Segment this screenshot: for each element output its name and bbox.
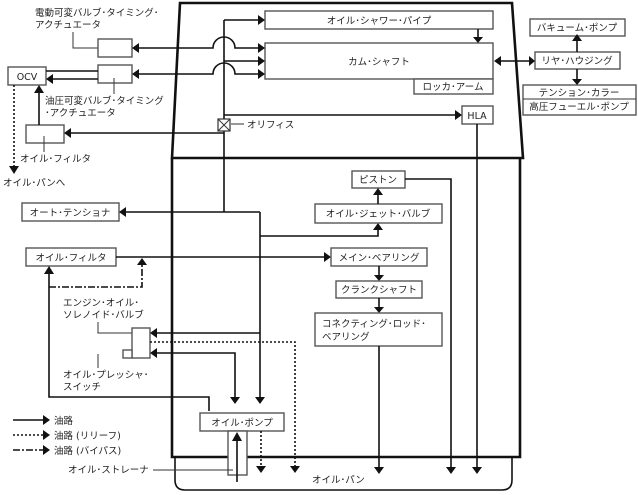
orifice-label: オリフィス <box>247 120 294 131</box>
vvt-oil-filter-label: オイル･フィルタ <box>20 154 91 165</box>
arrow-up <box>572 34 582 41</box>
piston-label: ピストン <box>359 175 397 186</box>
legend: 油路 油路 (リリーフ) 油路 (バイパス) <box>13 415 121 457</box>
to-oil-pan-label: オイル･パンへ <box>3 178 66 189</box>
ocv-label: OCV <box>17 72 38 83</box>
cylinder-head-outline <box>170 1 525 160</box>
pressure-switch-box <box>122 349 133 359</box>
ocv-box <box>7 66 47 86</box>
vvt-oil-filter-box <box>25 124 65 144</box>
oil-strainer-label: オイル･ストレーナ <box>68 465 149 476</box>
cylinder-block-outline <box>170 158 522 459</box>
hydraulic-vvt-actuator-box <box>97 64 133 84</box>
electric-vvt-actuator-box <box>97 38 133 58</box>
pressure-switch-label-1: オイル･プレッシャ･ <box>63 370 149 381</box>
electric-vvt-label-1: 電動可変バルブ･タイミング･ <box>35 7 159 19</box>
conrod-bearing-label-1: コネクティング･ロッド･ <box>322 318 426 330</box>
oil-shower-pipe-label: オイル･シャワー･パイプ <box>327 16 432 27</box>
crankshaft-label: クランクシャフト <box>341 285 417 296</box>
oil-pan-label: オイル･パン <box>312 475 365 486</box>
legend-dashdot-label: 油路 (バイパス) <box>54 445 121 457</box>
tension-collar-label: テンション･カラー <box>539 88 620 99</box>
electric-vvt-label-2: アクチュエータ <box>35 20 101 31</box>
conrod-bearing-box <box>314 312 443 347</box>
pressure-switch-label-2: スイッチ <box>63 382 101 393</box>
conrod-bearing-label-2: ベアリング <box>322 331 370 343</box>
rear-housing-label: リヤ･ハウジング <box>541 55 613 67</box>
vacuum-pump-label: バキューム･ポンプ <box>537 23 618 34</box>
solenoid-valve-label-2: ソレノイド･バルブ <box>63 309 144 321</box>
tension-collar-hp-fuel-pump-box <box>522 84 637 116</box>
oil-jet-valve-label: オイル･ジェット･バルブ <box>326 208 431 220</box>
oil-pump-label: オイル･ポンプ <box>211 418 273 429</box>
rocker-arm-box <box>413 78 494 95</box>
auto-tensioner-label: オート･テンショナ <box>30 208 111 219</box>
solenoid-valve-box <box>131 327 151 359</box>
main-bearing-label: メイン･ベアリング <box>339 252 420 264</box>
hydraulic-vvt-label-1: 油圧可変バルブ･タイミング <box>45 95 164 107</box>
oil-pan-outline <box>174 457 513 491</box>
hp-fuel-pump-label: 高圧フューエル･ポンプ <box>529 101 629 113</box>
camshaft-box <box>264 42 494 80</box>
solenoid-valve-label-1: エンジン･オイル･ <box>63 298 139 309</box>
hla-label: HLA <box>467 111 487 122</box>
legend-solid-label: 油路 <box>54 415 74 427</box>
arrow-down <box>572 79 582 85</box>
legend-dotted-label: 油路 (リリーフ) <box>54 430 121 442</box>
camshaft-label: カム･シャフト <box>348 57 410 68</box>
rocker-arm-label: ロッカ･アーム <box>423 82 484 93</box>
hydraulic-vvt-label-2: ･アクチュエータ <box>45 108 116 119</box>
oil-filter-label: オイル･フィルタ <box>35 253 106 264</box>
